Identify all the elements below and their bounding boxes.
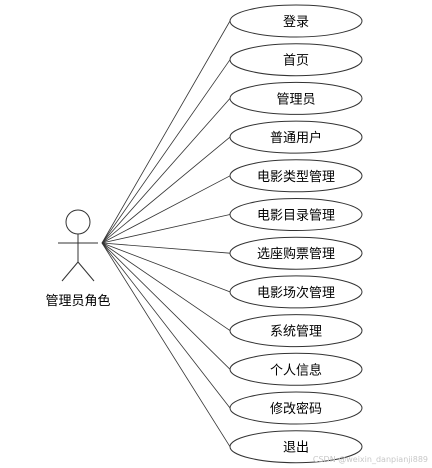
association-line xyxy=(101,136,231,244)
use-case-ellipse xyxy=(229,314,363,348)
use-case-list: 登录首页管理员普通用户电影类型管理电影目录管理选座购票管理电影场次管理系统管理个… xyxy=(229,4,363,464)
use-case-item: 系统管理 xyxy=(229,314,363,348)
association-line xyxy=(101,59,231,244)
use-case-item: 首页 xyxy=(229,43,363,77)
use-case-item: 登录 xyxy=(229,4,363,38)
use-case-item: 电影类型管理 xyxy=(229,159,363,193)
use-case-item: 管理员 xyxy=(229,81,363,115)
use-case-label: 个人信息 xyxy=(270,362,322,378)
actor-left-leg xyxy=(61,261,79,282)
association-line xyxy=(101,214,231,244)
use-case-item: 电影场次管理 xyxy=(229,275,363,309)
association-line xyxy=(101,98,231,244)
use-case-ellipse xyxy=(229,81,363,115)
use-case-label: 登录 xyxy=(283,15,309,30)
use-case-ellipse xyxy=(229,4,363,38)
actor: 管理员角色 xyxy=(45,209,111,309)
actor-label: 管理员角色 xyxy=(45,293,110,309)
actor-head xyxy=(65,209,91,235)
use-case-ellipse xyxy=(229,120,363,154)
use-case-ellipse xyxy=(229,43,363,77)
use-case-label: 修改密码 xyxy=(270,401,322,417)
association-line xyxy=(101,242,231,370)
association-line xyxy=(101,242,231,447)
use-case-ellipse xyxy=(229,430,363,464)
association-line xyxy=(101,175,231,244)
use-case-label: 电影类型管理 xyxy=(257,170,335,185)
use-case-item: 退出 xyxy=(229,430,363,464)
use-case-label: 电影目录管理 xyxy=(257,209,335,224)
use-case-ellipse xyxy=(229,391,363,425)
use-case-label: 电影场次管理 xyxy=(257,285,335,301)
use-case-label: 普通用户 xyxy=(270,130,322,146)
association-lines xyxy=(101,20,231,447)
association-line xyxy=(101,20,231,244)
association-line xyxy=(101,242,231,409)
use-case-item: 普通用户 xyxy=(229,120,363,154)
association-line xyxy=(101,242,231,293)
use-case-item: 个人信息 xyxy=(229,352,363,386)
use-case-item: 电影目录管理 xyxy=(229,198,363,231)
use-case-ellipse xyxy=(229,352,363,386)
association-line xyxy=(101,242,231,331)
use-case-ellipse xyxy=(229,275,363,309)
actor-right-leg xyxy=(77,261,95,282)
use-case-item: 选座购票管理 xyxy=(229,236,363,270)
use-case-ellipse xyxy=(229,159,363,193)
use-case-label: 退出 xyxy=(283,441,309,456)
use-case-label: 选座购票管理 xyxy=(257,246,335,262)
association-line xyxy=(101,242,231,254)
use-case-label: 管理员 xyxy=(276,92,315,107)
watermark: CSDN @weixin_danpianji889 xyxy=(313,455,428,464)
use-case-item: 修改密码 xyxy=(229,391,363,425)
use-case-label: 系统管理 xyxy=(270,325,322,340)
use-case-ellipse xyxy=(229,236,363,270)
use-case-label: 首页 xyxy=(283,54,309,69)
use-case-ellipse xyxy=(229,198,363,231)
